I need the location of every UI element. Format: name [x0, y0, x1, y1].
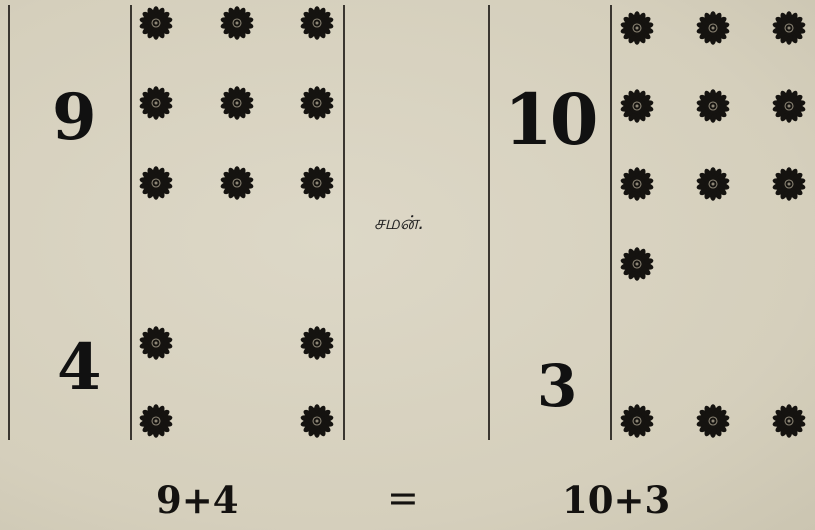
flower-dot-icon	[770, 165, 808, 203]
right-panel-outer-rule	[488, 5, 490, 440]
flower-dot-icon	[298, 324, 336, 362]
equation-operator: =	[387, 476, 419, 520]
flower-dot-icon	[218, 4, 256, 42]
left-top-number: 9	[52, 80, 97, 155]
flower-dot-icon	[618, 402, 656, 440]
flower-dot-icon	[618, 9, 656, 47]
flower-dot-icon	[298, 4, 336, 42]
left-bottom-number: 4	[57, 330, 102, 405]
flower-dot-icon	[137, 402, 175, 440]
left-panel-inner-rule	[130, 5, 132, 440]
equation-left: 9+4	[156, 478, 239, 522]
flower-dot-icon	[137, 84, 175, 122]
left-panel-right-rule	[343, 5, 345, 440]
flower-dot-icon	[694, 402, 732, 440]
flower-dot-icon	[137, 324, 175, 362]
flower-dot-icon	[618, 245, 656, 283]
flower-dot-icon	[298, 402, 336, 440]
flower-dot-icon	[770, 87, 808, 125]
flower-dot-icon	[618, 87, 656, 125]
flower-dot-icon	[218, 84, 256, 122]
flower-dot-icon	[618, 165, 656, 203]
equation-right: 10+3	[562, 478, 670, 522]
middle-label: சமன்.	[374, 212, 424, 237]
left-panel-outer-rule	[8, 5, 10, 440]
right-top-number: 10	[504, 78, 595, 161]
flower-dot-icon	[770, 9, 808, 47]
flower-dot-icon	[694, 165, 732, 203]
right-bottom-number: 3	[537, 352, 577, 420]
flower-dot-icon	[137, 164, 175, 202]
flower-dot-icon	[694, 87, 732, 125]
flower-dot-icon	[298, 164, 336, 202]
flower-dot-icon	[770, 402, 808, 440]
flower-dot-icon	[137, 4, 175, 42]
flower-dot-icon	[694, 9, 732, 47]
flower-dot-icon	[218, 164, 256, 202]
flower-dot-icon	[298, 84, 336, 122]
right-panel-inner-rule	[610, 5, 612, 440]
